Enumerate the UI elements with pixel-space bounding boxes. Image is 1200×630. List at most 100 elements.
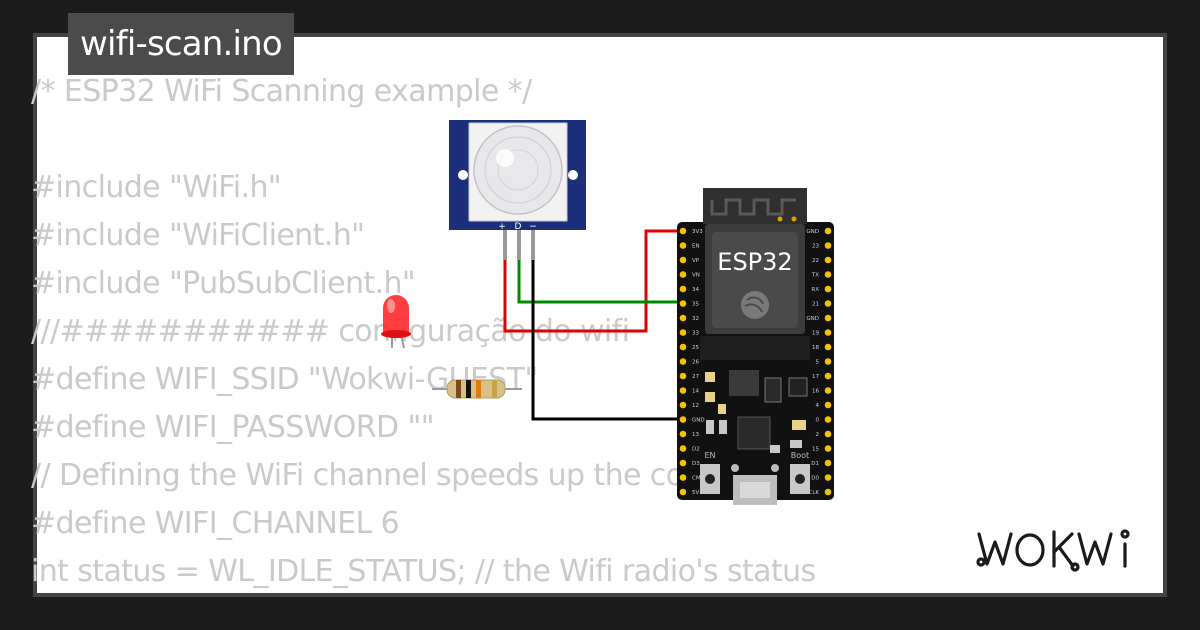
pin-label: TX bbox=[811, 273, 819, 279]
pin-label: 18 bbox=[812, 345, 819, 351]
code-line: #define WIFI_PASSWORD "" bbox=[31, 410, 434, 445]
pin-label: 12 bbox=[692, 403, 699, 409]
pin-label: 4 bbox=[816, 403, 820, 409]
pir-pin-label: − bbox=[529, 222, 537, 232]
pin-label: GND bbox=[806, 316, 819, 322]
pin-label: 27 bbox=[692, 374, 699, 380]
pin-rx[interactable] bbox=[824, 285, 832, 293]
pin-13[interactable] bbox=[679, 430, 687, 438]
pin-label: 16 bbox=[812, 389, 819, 395]
esp32-board[interactable]: ESP32 EN Boot 3V3ENVPVN34353233252627141… bbox=[677, 188, 834, 505]
pin-32[interactable] bbox=[679, 314, 687, 322]
pin-d0[interactable] bbox=[824, 474, 832, 481]
pin-vp[interactable] bbox=[679, 256, 687, 264]
pin-label: 13 bbox=[692, 432, 699, 438]
pin-label: D2 bbox=[692, 447, 700, 453]
pin-label: 32 bbox=[692, 316, 699, 322]
pin-14[interactable] bbox=[679, 387, 687, 394]
pin-gnd[interactable] bbox=[679, 416, 687, 423]
pin-label: 25 bbox=[692, 345, 699, 351]
pin-25[interactable] bbox=[679, 343, 687, 351]
pin-label: 3V3 bbox=[692, 229, 703, 235]
pin-tx[interactable] bbox=[824, 271, 832, 278]
pin-label: 14 bbox=[692, 389, 699, 395]
pin-4[interactable] bbox=[824, 401, 832, 409]
pin-label: 35 bbox=[692, 302, 699, 308]
pin-27[interactable] bbox=[679, 372, 687, 380]
pin-label: 34 bbox=[692, 287, 699, 293]
code-line: /* ESP32 WiFi Scanning example */ bbox=[31, 74, 532, 109]
wire-green bbox=[517, 232, 683, 304]
pin-0[interactable] bbox=[824, 416, 832, 423]
pin-label: 2 bbox=[816, 432, 820, 438]
pin-5v[interactable] bbox=[679, 488, 687, 496]
pin-21[interactable] bbox=[824, 300, 832, 307]
wokwi-logo bbox=[976, 529, 1130, 572]
pin-label: 5V bbox=[692, 490, 699, 496]
pin-label: CMD bbox=[692, 476, 705, 482]
pin-label: D1 bbox=[811, 461, 819, 467]
pin-d2[interactable] bbox=[679, 445, 687, 452]
pin-label: GND bbox=[692, 418, 705, 424]
esp32-label: ESP32 bbox=[717, 248, 792, 276]
pin-label: 22 bbox=[812, 258, 819, 264]
pin-label: D0 bbox=[811, 476, 819, 482]
pin-15[interactable] bbox=[824, 445, 832, 452]
pin-label: VP bbox=[692, 258, 700, 264]
wire-red bbox=[503, 229, 683, 333]
boot-label: Boot bbox=[791, 451, 809, 460]
code-line: #include "PubSubClient.h" bbox=[31, 266, 416, 301]
pin-22[interactable] bbox=[824, 256, 832, 264]
code-line: #define WIFI_CHANNEL 6 bbox=[31, 506, 400, 541]
pin-label: GND bbox=[806, 229, 819, 235]
pin-label: VN bbox=[692, 273, 700, 279]
pin-gnd[interactable] bbox=[824, 227, 832, 235]
resistor[interactable] bbox=[432, 379, 522, 399]
pin-gnd[interactable] bbox=[824, 314, 832, 322]
pin-clk[interactable] bbox=[824, 488, 832, 496]
en-label: EN bbox=[704, 451, 715, 460]
code-line: int status = WL_IDLE_STATUS; // the Wifi… bbox=[31, 554, 816, 589]
pin-5[interactable] bbox=[824, 358, 832, 365]
pir-pin-label: + bbox=[498, 222, 506, 232]
code-line: #define WIFI_SSID "Wokwi-GUEST" bbox=[31, 362, 538, 397]
pin-label: 5 bbox=[816, 360, 820, 366]
pin-label: 19 bbox=[812, 331, 819, 337]
pir-sensor[interactable]: + D − bbox=[449, 120, 586, 260]
pin-2[interactable] bbox=[824, 430, 832, 438]
pin-label: 21 bbox=[812, 302, 819, 308]
pin-33[interactable] bbox=[679, 329, 687, 336]
code-line: #include "WiFiClient.h" bbox=[31, 218, 365, 253]
pin-3v3[interactable] bbox=[679, 227, 687, 235]
pin-d1[interactable] bbox=[824, 459, 832, 467]
pin-cmd[interactable] bbox=[679, 474, 687, 481]
pin-26[interactable] bbox=[679, 358, 687, 365]
pin-d3[interactable] bbox=[679, 459, 687, 467]
pir-pin-label: D bbox=[515, 222, 522, 232]
pin-label: 23 bbox=[812, 244, 819, 250]
pin-34[interactable] bbox=[679, 285, 687, 293]
pin-35[interactable] bbox=[679, 300, 687, 307]
pin-label: CLK bbox=[808, 490, 819, 496]
wire-black bbox=[531, 232, 683, 421]
pin-label: RX bbox=[811, 287, 819, 293]
pin-label: EN bbox=[692, 244, 700, 250]
pin-12[interactable] bbox=[679, 401, 687, 409]
pin-16[interactable] bbox=[824, 387, 832, 394]
pin-23[interactable] bbox=[824, 242, 832, 249]
pin-en[interactable] bbox=[679, 242, 687, 249]
pin-19[interactable] bbox=[824, 329, 832, 336]
pin-label: 26 bbox=[692, 360, 699, 366]
red-led[interactable] bbox=[381, 295, 411, 349]
pin-label: D3 bbox=[692, 461, 700, 467]
pin-vn[interactable] bbox=[679, 271, 687, 278]
pin-17[interactable] bbox=[824, 372, 832, 380]
code-line: #include "WiFi.h" bbox=[31, 170, 282, 205]
pin-label: 33 bbox=[692, 331, 699, 337]
pin-label: 15 bbox=[812, 447, 819, 453]
file-name-tab[interactable]: wifi-scan.ino bbox=[68, 13, 294, 75]
pin-18[interactable] bbox=[824, 343, 832, 351]
